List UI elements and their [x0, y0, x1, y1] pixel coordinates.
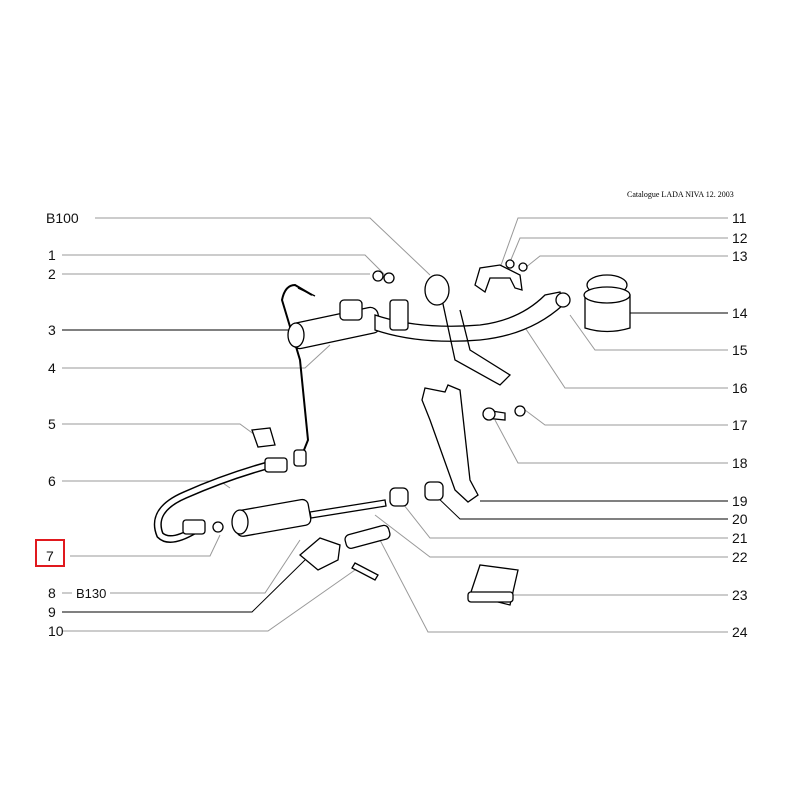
leader-20: [434, 494, 728, 520]
leader-12: [509, 237, 728, 263]
callout-1[interactable]: 1: [48, 247, 56, 263]
callout-4[interactable]: 4: [48, 360, 56, 376]
callout-7[interactable]: 7: [46, 548, 54, 564]
callout-10[interactable]: 10: [48, 623, 64, 639]
leader-5: [62, 423, 256, 436]
bushing: [424, 274, 450, 306]
callout-11[interactable]: 11: [732, 210, 747, 226]
highlight-box: [35, 539, 65, 567]
callout-12[interactable]: 12: [732, 230, 748, 246]
leader-10: [62, 569, 356, 632]
callout-20[interactable]: 20: [732, 511, 748, 527]
callout-24[interactable]: 24: [732, 624, 748, 640]
push-rod: [309, 499, 387, 519]
fluid-reservoir: [584, 294, 631, 333]
callout-18[interactable]: 18: [732, 455, 748, 471]
callout-14[interactable]: 14: [732, 305, 748, 321]
return-spring: [344, 524, 391, 549]
callout-8[interactable]: 8: [48, 585, 56, 601]
parts: [153, 259, 631, 606]
callout-22[interactable]: 22: [732, 549, 748, 565]
callout-15[interactable]: 15: [732, 342, 748, 358]
leader-B130: [110, 539, 301, 594]
callout-17[interactable]: 17: [732, 417, 748, 433]
leader-9: [62, 559, 306, 613]
callout-6[interactable]: 6: [48, 473, 56, 489]
callout-19[interactable]: 19: [732, 493, 748, 509]
leader-16: [519, 319, 728, 389]
leader-7: [70, 534, 221, 557]
pipe-clip: [251, 427, 276, 448]
callout-13[interactable]: 13: [732, 248, 748, 264]
callout-23[interactable]: 23: [732, 587, 748, 603]
callout-16[interactable]: 16: [732, 380, 748, 396]
callout-B130[interactable]: B130: [76, 586, 107, 601]
callout-21[interactable]: 21: [732, 530, 748, 546]
leader-lines: [62, 217, 728, 633]
callout-9[interactable]: 9: [48, 604, 56, 620]
leader-1: [62, 254, 386, 276]
leader-B100: [95, 217, 431, 276]
mounting-plate: [298, 537, 341, 571]
callout-5[interactable]: 5: [48, 416, 56, 432]
leader-11: [499, 217, 728, 269]
leader-17: [524, 409, 728, 426]
catalogue-caption: Catalogue LADA NIVA 12. 2003: [627, 190, 734, 199]
leader-21: [399, 499, 728, 539]
clutch-fork: [421, 384, 479, 503]
leader-18: [494, 419, 728, 464]
hydraulic-pipe: [280, 283, 313, 461]
callout-3[interactable]: 3: [48, 322, 56, 338]
leader-22: [374, 514, 728, 558]
leader-15: [569, 314, 728, 351]
leader-13: [524, 255, 728, 269]
callout-B100[interactable]: B100: [46, 210, 79, 226]
leader-24: [379, 539, 728, 633]
callout-2[interactable]: 2: [48, 266, 56, 282]
leader-4: [62, 344, 331, 369]
bracket: [474, 264, 523, 294]
